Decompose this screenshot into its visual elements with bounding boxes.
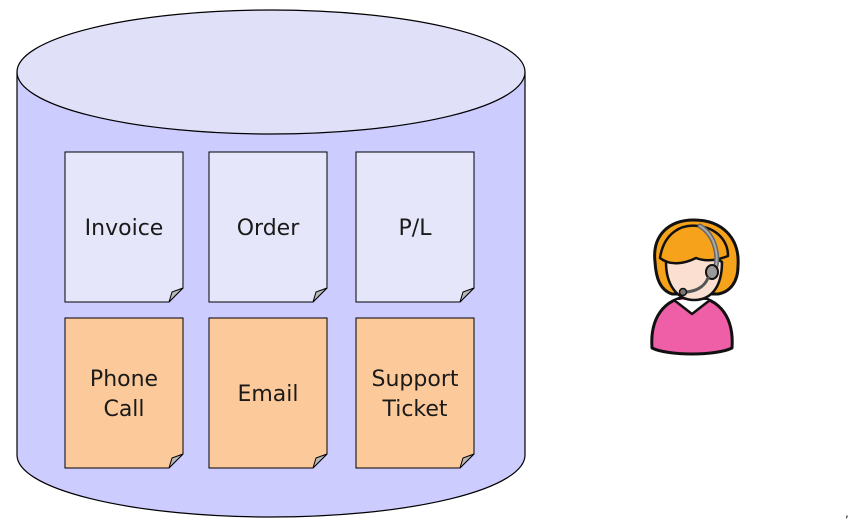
document-invoice: Invoice xyxy=(64,151,184,303)
page-fold xyxy=(168,287,184,303)
document-page xyxy=(355,317,475,469)
document-order: Order xyxy=(208,151,328,303)
page-fold xyxy=(459,453,475,469)
document-email: Email xyxy=(208,317,328,469)
document-label: Call xyxy=(103,397,144,422)
document-label: Support xyxy=(372,367,459,392)
document-page xyxy=(64,317,184,469)
support-agent-headset-icon xyxy=(650,218,740,356)
document-label: Invoice xyxy=(85,216,164,241)
page-fold xyxy=(312,287,328,303)
document-label: Ticket xyxy=(381,397,447,422)
document-label: Phone xyxy=(90,367,158,392)
page-fold xyxy=(168,453,184,469)
corner-mark: , xyxy=(845,506,849,520)
database-top xyxy=(16,9,526,135)
page-fold xyxy=(312,453,328,469)
document-label: Email xyxy=(237,382,298,407)
document-p-l: P/L xyxy=(355,151,475,303)
page-fold xyxy=(459,287,475,303)
document-label: P/L xyxy=(399,216,433,241)
document-label: Order xyxy=(237,216,300,241)
